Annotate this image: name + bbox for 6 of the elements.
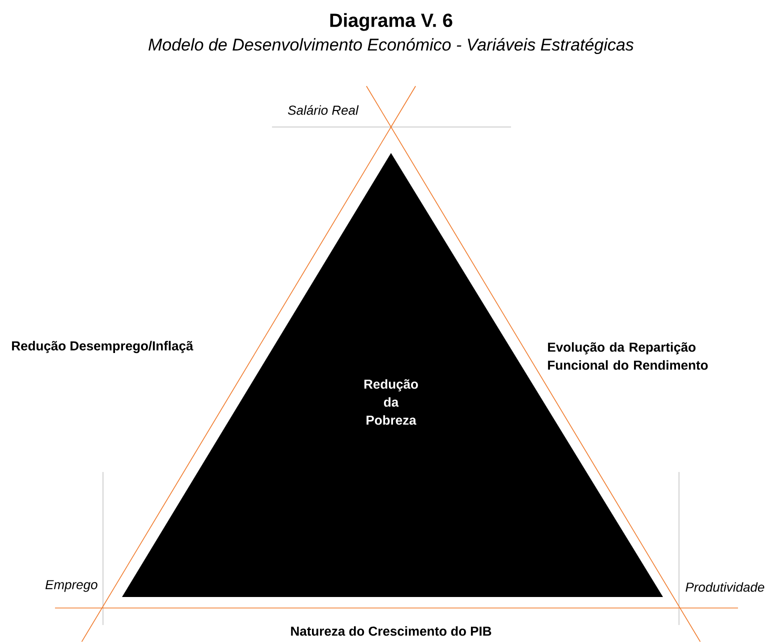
axis-label: Salário Real [288,105,359,115]
axis-label: Produtividade [686,582,764,592]
subtitle: Modelo de Desenvolvimento Económico - Variáveis Estratégicas [148,38,634,54]
title: Diagrama V. 6 [330,13,452,31]
axis-label: Emprego [45,580,98,592]
side-label: Natureza do Crescimento do PIB [291,626,492,636]
